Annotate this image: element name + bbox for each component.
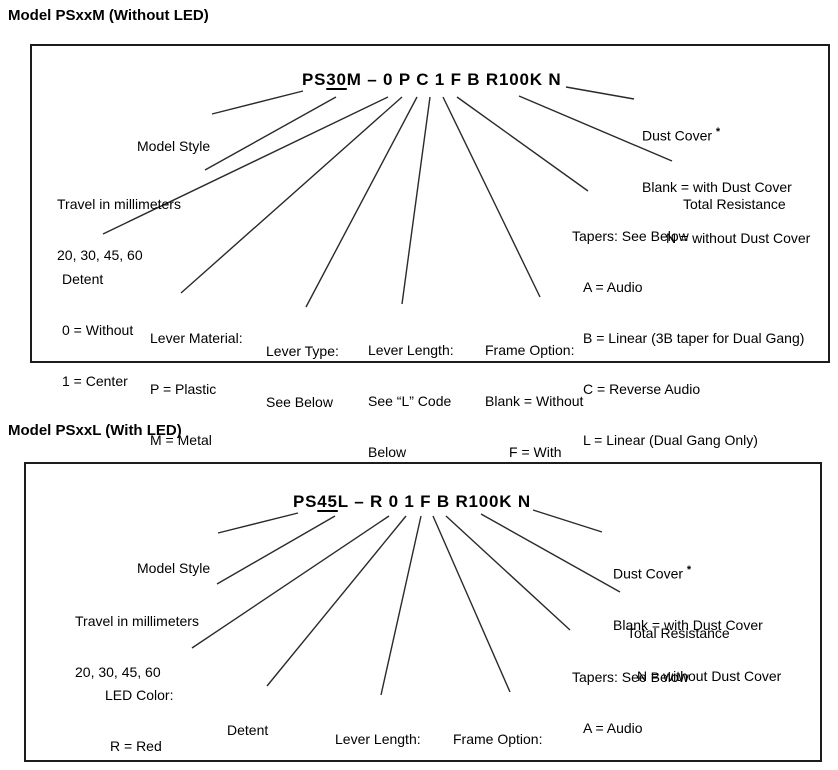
section-heading-psxxl: Model PSxxL (With LED) <box>8 422 182 439</box>
callout-dust-cover-m: Dust Cover * Blank = with Dust Cover N =… <box>642 90 810 281</box>
callout-text: Lever Material: <box>150 330 243 346</box>
callout-text: See “L” Code <box>368 393 452 409</box>
callout-tapers-m: Tapers: See Below A = Audio B = Linear (… <box>572 194 804 483</box>
callout-dust-cover-l: Dust Cover * Blank = with Dust Cover N =… <box>613 528 781 719</box>
callout-text: A = Audio <box>583 279 643 295</box>
callout-text: Model Style <box>137 138 211 154</box>
callout-text: B = Linear (3B taper for Dual Gang) <box>583 330 805 346</box>
callout-text: Dust Cover * <box>613 562 781 583</box>
section-heading-psxxm: Model PSxxM (Without LED) <box>8 7 209 24</box>
callout-text: N = without Dust Cover <box>666 229 811 246</box>
callout-lever-type-m: Lever Type: See Below <box>266 309 339 445</box>
callout-text: Lever Type: <box>266 343 339 359</box>
footnote-asterisk: * <box>715 126 721 138</box>
callout-text: M = Metal <box>150 432 212 448</box>
callout-text: Tapers: See Below <box>572 228 689 244</box>
callout-text: L = Linear (Dual Gang Only) <box>583 432 758 448</box>
callout-text: 20, 30, 45, 60 <box>75 664 161 680</box>
part-number-suffix: L – R 0 1 F B R100K N <box>337 492 531 511</box>
callout-tapers-l: Tapers: See Below A = Audio B = Linear (… <box>572 635 785 770</box>
part-number-travel-code: 30 <box>326 70 347 89</box>
callout-text: Dust Cover <box>642 127 716 144</box>
callout-lever-length-m: Lever Length: See “L” Code Below <box>368 308 454 495</box>
callout-text: Below <box>368 444 407 460</box>
callout-lever-material-m: Lever Material: P = Plastic M = Metal <box>150 296 243 483</box>
callout-text: Detent <box>62 271 104 287</box>
footnote-asterisk: * <box>686 564 692 576</box>
callout-detent-m: Detent 0 = Without 1 = Center <box>62 237 133 424</box>
part-number-psxxl: PS45L – R 0 1 F B R100K N <box>293 492 531 512</box>
callout-frame-option-m: Frame Option: Blank = Without F = With <box>485 308 583 495</box>
callout-text: Travel in millimeters <box>57 196 181 212</box>
callout-text: 0 = Without <box>62 322 134 338</box>
callout-model-style-m: Model Style <box>137 104 210 189</box>
part-number-travel-code: 45 <box>317 492 338 511</box>
callout-text: Total Resistance <box>627 625 730 641</box>
callout-text: Travel in millimeters <box>75 613 199 629</box>
callout-total-resistance-m: Total Resistance <box>683 162 786 247</box>
callout-text: Tapers: See Below <box>572 669 689 685</box>
part-number-prefix: PS <box>293 492 318 511</box>
callout-text: F = With <box>509 444 562 460</box>
callout-text: 20, 30, 45, 60 <box>57 247 143 263</box>
callout-text: See Below <box>266 394 333 410</box>
part-number-psxxm: PS30M – 0 P C 1 F B R100K N <box>302 70 561 90</box>
callout-text: R = Red <box>110 738 162 754</box>
callout-text: N = without Dust Cover <box>637 667 782 684</box>
callout-text: Dust Cover * <box>642 124 810 145</box>
callout-text: Frame Option: <box>485 342 575 358</box>
callout-text: Detent <box>227 722 269 738</box>
callout-travel-m: Travel in millimeters 20, 30, 45, 60 <box>57 162 181 298</box>
callout-total-resistance-l: Total Resistance <box>627 591 730 676</box>
callout-text: Blank = with Dust Cover <box>642 178 792 195</box>
callout-model-style-l: Model Style <box>137 526 210 611</box>
callout-lever-length-l: Lever Length: 1 = 15mm 2 = 19mm <box>335 697 421 770</box>
callout-frame-option-l: Frame Option: Blank = Without F = With <box>453 697 551 770</box>
callout-text: 1 = Center <box>62 373 128 389</box>
callout-text: Model Style <box>137 560 211 576</box>
part-number-prefix: PS <box>302 70 327 89</box>
callout-text: Blank = Without <box>485 393 584 409</box>
callout-led-color-l: LED Color: R = Red G = Orange Y = Yellow… <box>105 653 184 770</box>
callout-text: Lever Length: <box>335 731 421 747</box>
callout-text: LED Color: <box>105 687 174 703</box>
callout-text: C = Reverse Audio <box>583 381 701 397</box>
callout-text: Frame Option: <box>453 731 543 747</box>
part-number-box-psxxl <box>24 462 822 762</box>
part-number-suffix: M – 0 P C 1 F B R100K N <box>346 70 562 89</box>
callout-text: A = Audio <box>583 720 643 736</box>
callout-detent-l: Detent 0 = Without 1 = Center <box>227 688 303 770</box>
callout-travel-l: Travel in millimeters 20, 30, 45, 60 <box>75 579 199 715</box>
callout-text: Blank = with Dust Cover <box>613 616 763 633</box>
callout-text: P = Plastic <box>150 381 217 397</box>
callout-text: Dust Cover <box>613 565 687 582</box>
callout-text: Lever Length: <box>368 342 454 358</box>
callout-text: Total Resistance <box>683 196 786 212</box>
